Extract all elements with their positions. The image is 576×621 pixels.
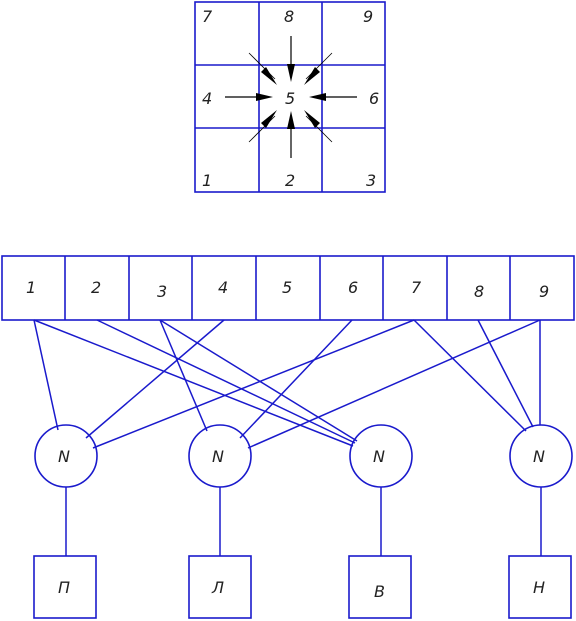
connection-2-to-neuron-3 [96, 319, 356, 444]
hatch-line-sw [248, 115, 276, 143]
hatch-line-ne [305, 52, 333, 80]
arrow-nw-head [261, 67, 277, 85]
neuron-1-label: N [58, 447, 70, 466]
output-box-3 [348, 555, 412, 619]
connection-6-to-neuron-2 [239, 319, 353, 439]
grid-cell-6-label: 6 [369, 89, 379, 108]
row-cell-8-label: 8 [474, 282, 484, 301]
hatch-line-se [305, 115, 333, 143]
connection-1-to-neuron-1 [33, 319, 59, 431]
connection-3-to-neuron-3 [159, 319, 358, 442]
output-links [65, 487, 542, 556]
grid-cell-1-label: 1 [202, 171, 212, 190]
neuron-3-label: N [373, 447, 385, 466]
arrow-ne-head [304, 67, 320, 85]
grid-cell-3-label: 3 [366, 171, 376, 190]
output-1-label: П [58, 578, 70, 597]
output-box-1 [33, 555, 97, 619]
grid-cell-2-label: 2 [285, 171, 295, 190]
row-cell-7-label: 7 [411, 278, 422, 297]
connection-3-to-neuron-2 [159, 319, 208, 432]
arrow-right-head [309, 93, 326, 101]
arrow-top-head [287, 64, 295, 82]
grid-cell-8-label: 8 [284, 7, 294, 26]
outputs: П Л В Н [33, 555, 572, 619]
output-2-label: Л [211, 578, 224, 597]
input-row: 1 2 3 4 5 6 7 8 9 [1, 255, 575, 321]
connections [33, 319, 541, 449]
arrow-sw-head [261, 110, 277, 128]
output-box-2 [188, 555, 252, 619]
grid-cell-7-label: 7 [202, 7, 213, 26]
output-4-label: Н [533, 578, 545, 597]
neurons: N N N N [34, 424, 573, 488]
row-cell-4-label: 4 [218, 278, 228, 297]
input-grid: 7 8 9 4 5 6 1 2 3 [194, 1, 386, 193]
connection-1-to-neuron-3 [33, 319, 354, 447]
row-cell-1-label: 1 [26, 278, 36, 297]
row-cell-9-label: 9 [539, 282, 549, 301]
grid-border [194, 1, 386, 193]
row-cell-6-label: 6 [348, 278, 358, 297]
grid-cell-4-label: 4 [202, 89, 212, 108]
connection-8-to-neuron-4 [477, 319, 534, 428]
connection-9-to-neuron-2 [247, 319, 541, 449]
grid-cell-5-label: 5 [285, 89, 295, 108]
input-row-border [1, 255, 575, 321]
output-3-label: В [374, 582, 385, 601]
row-cell-2-label: 2 [91, 278, 101, 297]
hatch-line-nw [248, 52, 276, 80]
row-cell-3-label: 3 [157, 282, 167, 301]
row-cell-5-label: 5 [282, 278, 292, 297]
neuron-2-label: N [212, 447, 224, 466]
arrow-left-head [256, 93, 273, 101]
arrow-bottom-head [287, 111, 295, 129]
output-box-4 [508, 555, 572, 619]
connection-7-to-neuron-4 [413, 319, 527, 432]
connection-4-to-neuron-1 [85, 319, 225, 439]
arrow-se-head [304, 110, 320, 128]
grid-cell-9-label: 9 [363, 7, 373, 26]
neuron-4-label: N [533, 447, 545, 466]
connection-7-to-neuron-1 [92, 319, 415, 449]
convergence-arrows [225, 36, 357, 158]
